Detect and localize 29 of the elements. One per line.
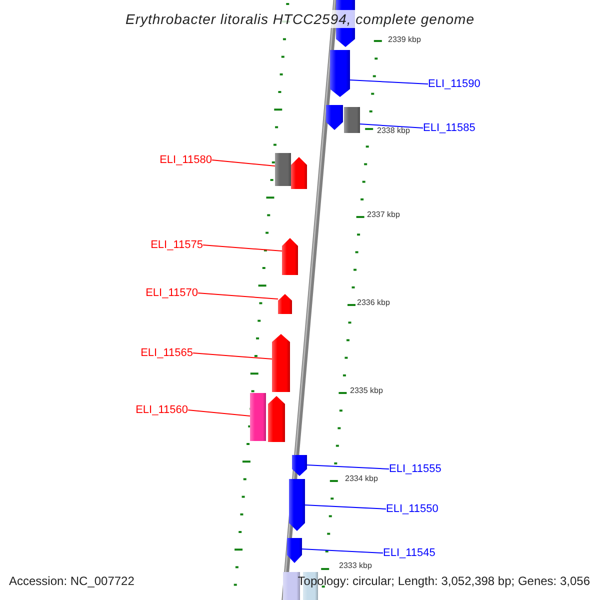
gene-label: ELI_11580	[160, 154, 212, 166]
genome-info-text: Topology: circular; Length: 3,052,398 bp; Genes: 3,056	[298, 575, 590, 587]
gene-label: ELI_11575	[150, 240, 203, 250]
scale-label: 2338 kbp	[377, 127, 410, 135]
accession-text: Accession: NC_007722	[9, 575, 134, 587]
leader-line	[360, 124, 424, 128]
leader-line	[304, 504, 386, 510]
gene-label: ELI_11560	[136, 404, 188, 416]
leader-line	[302, 548, 384, 554]
gene-label: ELI_11545	[383, 548, 436, 558]
leader-line	[188, 410, 250, 416]
scale-label: 2333 kbp	[339, 562, 372, 570]
gene-label: ELI_11555	[389, 464, 442, 474]
leader-line	[212, 160, 276, 166]
scale-label: 2336 kbp	[357, 299, 390, 307]
gene-label: ELI_11570	[146, 288, 198, 298]
leader-line	[350, 80, 428, 84]
scale-label: 2335 kbp	[350, 387, 383, 395]
gene-label: ELI_11590	[428, 78, 480, 90]
leader-line	[198, 292, 278, 300]
scale-label: 2337 kbp	[367, 211, 400, 219]
scale-label: 2339 kbp	[388, 36, 421, 44]
gene-label: ELI_11585	[423, 122, 476, 134]
gene-label: ELI_11550	[386, 504, 438, 514]
leader-line	[306, 464, 390, 470]
leader-line	[192, 352, 272, 360]
leader-line	[202, 244, 282, 252]
scale-label: 2334 kbp	[345, 475, 378, 483]
gene-label: ELI_11565	[140, 348, 193, 358]
